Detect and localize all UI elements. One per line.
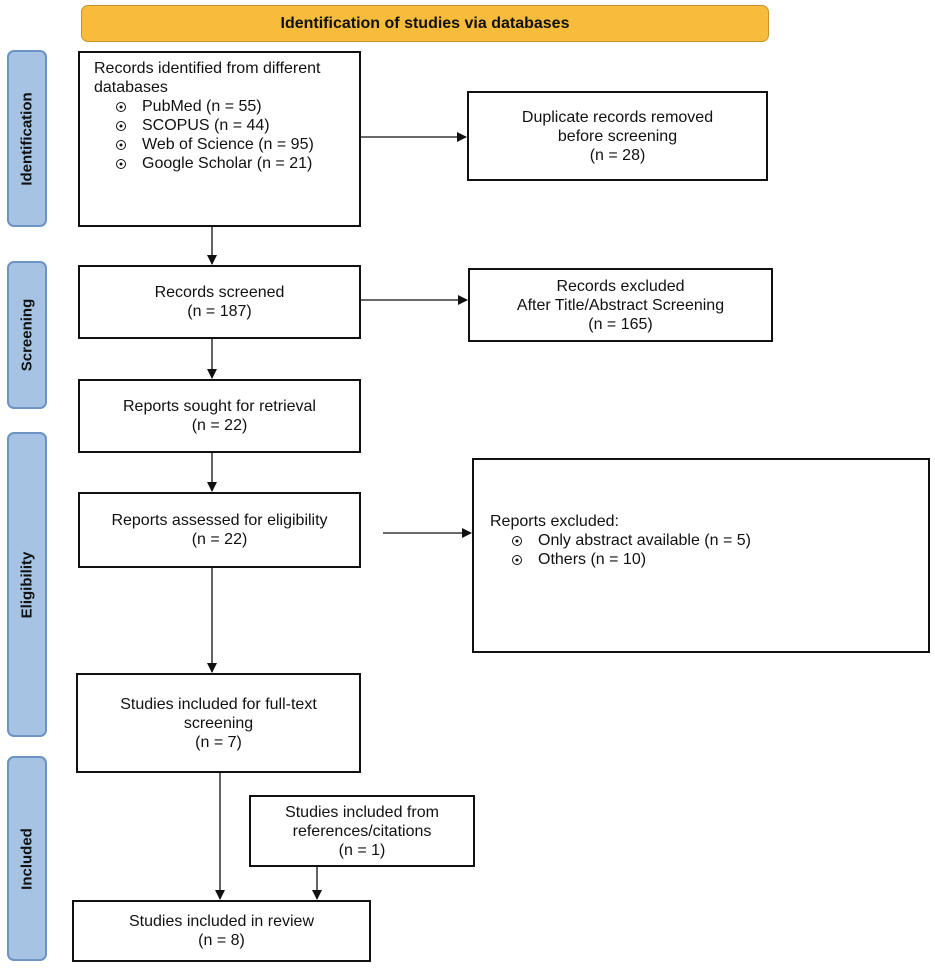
database-source-list: PubMed (n = 55) SCOPUS (n = 44) Web of S… [94,97,345,173]
diagram-header: Identification of studies via databases [81,5,769,42]
records-screened-label: Records screened [154,284,285,301]
stage-screening: Screening [7,261,47,409]
duplicates-removed-count: (n = 28) [589,146,646,164]
database-source-item: Web of Science (n = 95) [94,135,345,154]
reports-sought-box: Reports sought for retrieval (n = 22) [78,379,361,453]
reports-excluded-box: Reports excluded: Only abstract availabl… [472,458,930,653]
exclusion-reason-item: Only abstract available (n = 5) [490,531,928,550]
review-included-count: (n = 8) [198,932,245,949]
database-source-item: Google Scholar (n = 21) [94,154,345,173]
fulltext-included-line2: screening [183,714,254,732]
review-included-label: Studies included in review [129,913,314,930]
bullet-icon [512,535,522,546]
records-excluded-line2: After Title/Abstract Screening [516,296,725,314]
records-excluded-line1: Records excluded [556,277,685,295]
reports-assessed-label: Reports assessed for eligibility [111,512,328,529]
database-source-item: PubMed (n = 55) [94,97,345,116]
reports-assessed-count: (n = 22) [191,531,248,548]
stage-identification: Identification [7,50,47,227]
references-included-box: Studies included from references/citatio… [249,795,475,867]
bullet-icon [116,139,126,150]
review-included-box: Studies included in review (n = 8) [72,900,371,962]
exclusion-reason-item: Others (n = 10) [490,550,928,569]
reports-excluded-title: Reports excluded: [490,513,619,530]
header-title: Identification of studies via databases [280,14,570,32]
records-excluded-count: (n = 165) [588,315,653,333]
bullet-icon [116,158,126,169]
records-excluded-box: Records excluded After Title/Abstract Sc… [468,268,773,342]
bullet-icon [116,120,126,131]
records-screened-count: (n = 187) [187,303,252,320]
duplicates-removed-line2: before screening [557,127,678,145]
references-included-line2: references/citations [292,822,432,840]
reports-assessed-box: Reports assessed for eligibility (n = 22… [78,492,361,568]
duplicates-removed-line1: Duplicate records removed [521,108,714,126]
stage-included: Included [7,756,47,961]
fulltext-included-line1: Studies included for full-text [120,695,317,713]
references-included-line1: Studies included from [285,803,439,821]
bullet-icon [116,101,126,112]
records-identified-title: Records identified from different databa… [94,60,321,96]
reports-sought-count: (n = 22) [191,417,248,434]
database-source-item: SCOPUS (n = 44) [94,116,345,135]
fulltext-included-box: Studies included for full-text screening… [76,673,361,773]
reports-sought-label: Reports sought for retrieval [123,398,316,415]
duplicates-removed-box: Duplicate records removed before screeni… [467,91,768,181]
exclusion-reason-list: Only abstract available (n = 5) Others (… [490,531,928,569]
records-identified-box: Records identified from different databa… [78,51,361,227]
stage-eligibility: Eligibility [7,432,47,737]
bullet-icon [512,554,522,565]
fulltext-included-count: (n = 7) [195,733,242,751]
references-included-count: (n = 1) [338,841,386,859]
records-screened-box: Records screened (n = 187) [78,265,361,339]
